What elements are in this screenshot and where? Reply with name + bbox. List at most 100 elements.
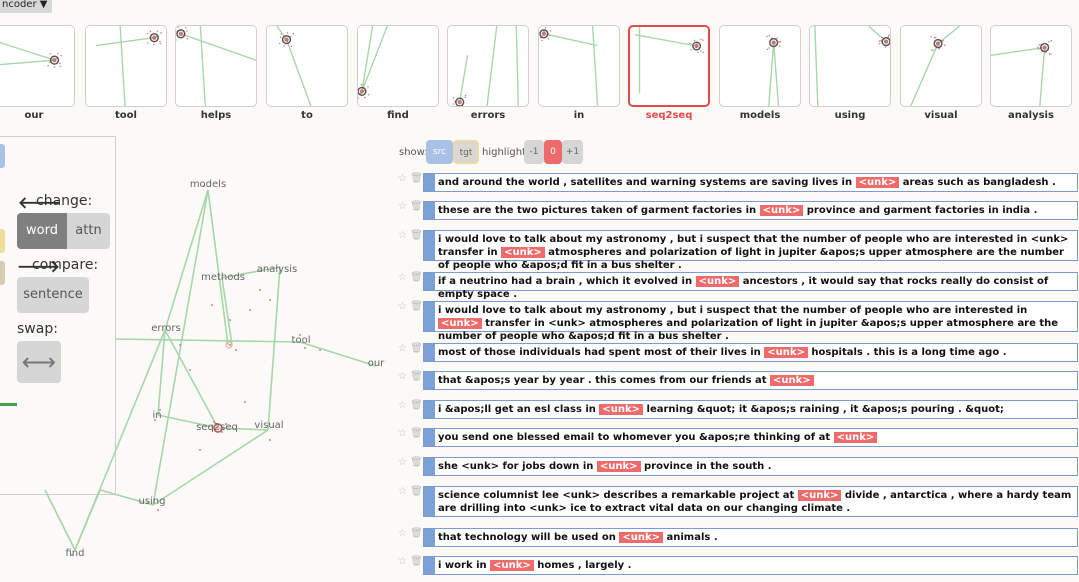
highlighted-token[interactable]: <unk> [759,205,804,216]
arrow-right-icon: 🡒 [17,257,60,276]
thumbnail-using[interactable] [809,25,891,107]
swap-button[interactable]: ⟷ [17,341,61,383]
src-toggle[interactable]: src [426,140,453,164]
highlight-label: highlight: [482,147,530,158]
highlighted-token[interactable]: <unk> [833,432,878,443]
sentence-text: i would love to talk about my astronomy … [423,301,1078,342]
trash-icon[interactable]: 🗑 [410,201,423,212]
thumbnail-our[interactable] [0,25,75,107]
graph-node-visual[interactable]: visual [254,420,283,431]
sentence-row[interactable]: ☆ 🗑 science columnist lee <unk> describes… [398,486,1078,517]
graph-node-errors[interactable]: errors [151,323,180,334]
highlighted-token[interactable]: <unk> [596,461,641,472]
trash-icon[interactable]: 🗑 [410,301,423,312]
sentence-row[interactable]: ☆ 🗑that &apos;s year by year . this come… [398,371,1078,390]
trash-icon[interactable]: 🗑 [410,528,423,539]
highlighted-token[interactable]: <unk> [438,318,482,329]
thumbnail-plot [814,26,890,106]
star-icon[interactable]: ☆ [398,371,407,382]
star-icon[interactable]: ☆ [398,528,407,539]
tgt-toggle[interactable]: tgt [453,140,479,164]
graph-node-models[interactable]: models [190,179,226,190]
sentence-row[interactable]: ☆ 🗑i &apos;ll get an esl class in <unk> … [398,400,1078,419]
graph-edges [44,189,377,551]
trash-icon[interactable]: 🗑 [410,272,423,283]
thumbnail-seq2seq[interactable] [628,25,710,107]
thumbnail-plot [0,41,63,68]
trash-icon[interactable]: 🗑 [410,343,423,354]
graph-node-find[interactable]: find [66,548,85,559]
thumbnail-visual[interactable] [900,25,982,107]
graph-node-tool[interactable]: tool [292,335,311,346]
thumbnail-to[interactable] [266,25,348,107]
highlight-minus-button[interactable]: -1 [524,140,544,164]
mode-select[interactable]: ncoder ▼ [0,0,53,13]
trash-icon[interactable]: 🗑 [410,230,423,241]
thumbnail-plot [276,26,312,106]
graph-node-our[interactable]: our [368,358,385,369]
star-icon[interactable]: ☆ [398,400,407,411]
highlighted-token[interactable]: <unk> [490,560,534,571]
highlighted-token[interactable]: <unk> [501,247,545,258]
sentence-row[interactable]: ☆ 🗑that technology will be used on <unk>… [398,528,1078,547]
thumbnail-plot [634,27,704,94]
sentence-row[interactable]: ☆ 🗑i would love to talk about my astrono… [398,230,1078,271]
star-icon[interactable]: ☆ [398,428,407,439]
star-icon[interactable]: ☆ [398,301,407,312]
thumbnail-tool[interactable] [85,25,167,107]
sentence-before: you send one blessed email to whomever y… [438,432,834,443]
sentence-row[interactable]: ☆ 🗑i would love to talk about my astrono… [398,301,1078,342]
highlight-zero-button[interactable]: 0 [544,140,562,164]
graph-node-seq2seq[interactable]: seq2seq [196,422,238,433]
trash-icon[interactable]: 🗑 [410,457,423,468]
highlighted-token[interactable]: <unk> [695,276,740,287]
graph-node-methods[interactable]: methods [201,272,245,283]
sentence-row[interactable]: ☆ 🗑she <unk> for jobs down in <unk> prov… [398,457,1078,476]
trash-icon[interactable]: 🗑 [410,173,423,184]
sentence-row[interactable]: ☆ 🗑i work in <unk> homes , largely . [398,556,1078,575]
thumbnail-helps[interactable] [175,25,257,107]
thumbnail-models[interactable] [719,25,801,107]
trash-icon[interactable]: 🗑 [410,486,423,497]
highlighted-token[interactable]: <unk> [855,177,900,188]
sentence-before: i work in [438,560,491,571]
highlighted-token[interactable]: <unk> [797,490,842,501]
highlighted-token[interactable]: <unk> [619,532,664,543]
trash-icon[interactable]: 🗑 [410,400,423,411]
thumbnail-analysis[interactable] [990,25,1072,107]
sentence-row[interactable]: ☆ 🗑most of those individuals had spent m… [398,343,1078,362]
highlight-plus-button[interactable]: +1 [562,140,583,164]
attn-button[interactable]: attn [67,213,110,249]
star-icon[interactable]: ☆ [398,343,407,354]
star-icon[interactable]: ☆ [398,173,407,184]
star-icon[interactable]: ☆ [398,457,407,468]
star-icon[interactable]: ☆ [398,272,407,283]
trash-icon[interactable]: 🗑 [410,371,423,382]
thumbnail-in[interactable] [538,25,620,107]
thumbnail-label-errors: errors [470,110,506,121]
word-button[interactable]: word [17,213,67,249]
sentence-text: science columnist lee <unk> describes a … [423,486,1078,517]
sentence-after: divide , antarctica , where a hardy team… [438,490,1072,514]
star-icon[interactable]: ☆ [398,556,407,567]
highlighted-token[interactable]: <unk> [599,404,644,415]
sentence-before: science columnist lee <unk> describes a … [438,490,798,501]
sentence-row[interactable]: ☆ 🗑if a neutrino had a brain , which it … [398,272,1078,300]
graph-node-using[interactable]: using [138,496,165,507]
sentence-row[interactable]: ☆ 🗑these are the two pictures taken of g… [398,201,1078,220]
star-icon[interactable]: ☆ [398,486,407,497]
highlighted-token[interactable]: <unk> [764,347,808,358]
thumbnail-find[interactable] [357,25,439,107]
trash-icon[interactable]: 🗑 [410,428,423,439]
sentence-row[interactable]: ☆ 🗑and around the world , satellites and… [398,173,1078,192]
sentence-button[interactable]: sentence [17,277,89,313]
sentence-row[interactable]: ☆ 🗑 you send one blessed email to whomeve… [398,428,1078,447]
graph-node-analysis[interactable]: analysis [257,264,298,275]
star-icon[interactable]: ☆ [398,201,407,212]
neighborhood-graph[interactable]: models methods analysis errors tool our in seq2… [0,130,395,582]
highlighted-token[interactable]: <unk> [770,375,814,386]
trash-icon[interactable]: 🗑 [410,556,423,567]
thumbnail-errors[interactable] [447,25,529,107]
graph-node-in[interactable]: in [152,410,161,421]
star-icon[interactable]: ☆ [398,230,407,241]
